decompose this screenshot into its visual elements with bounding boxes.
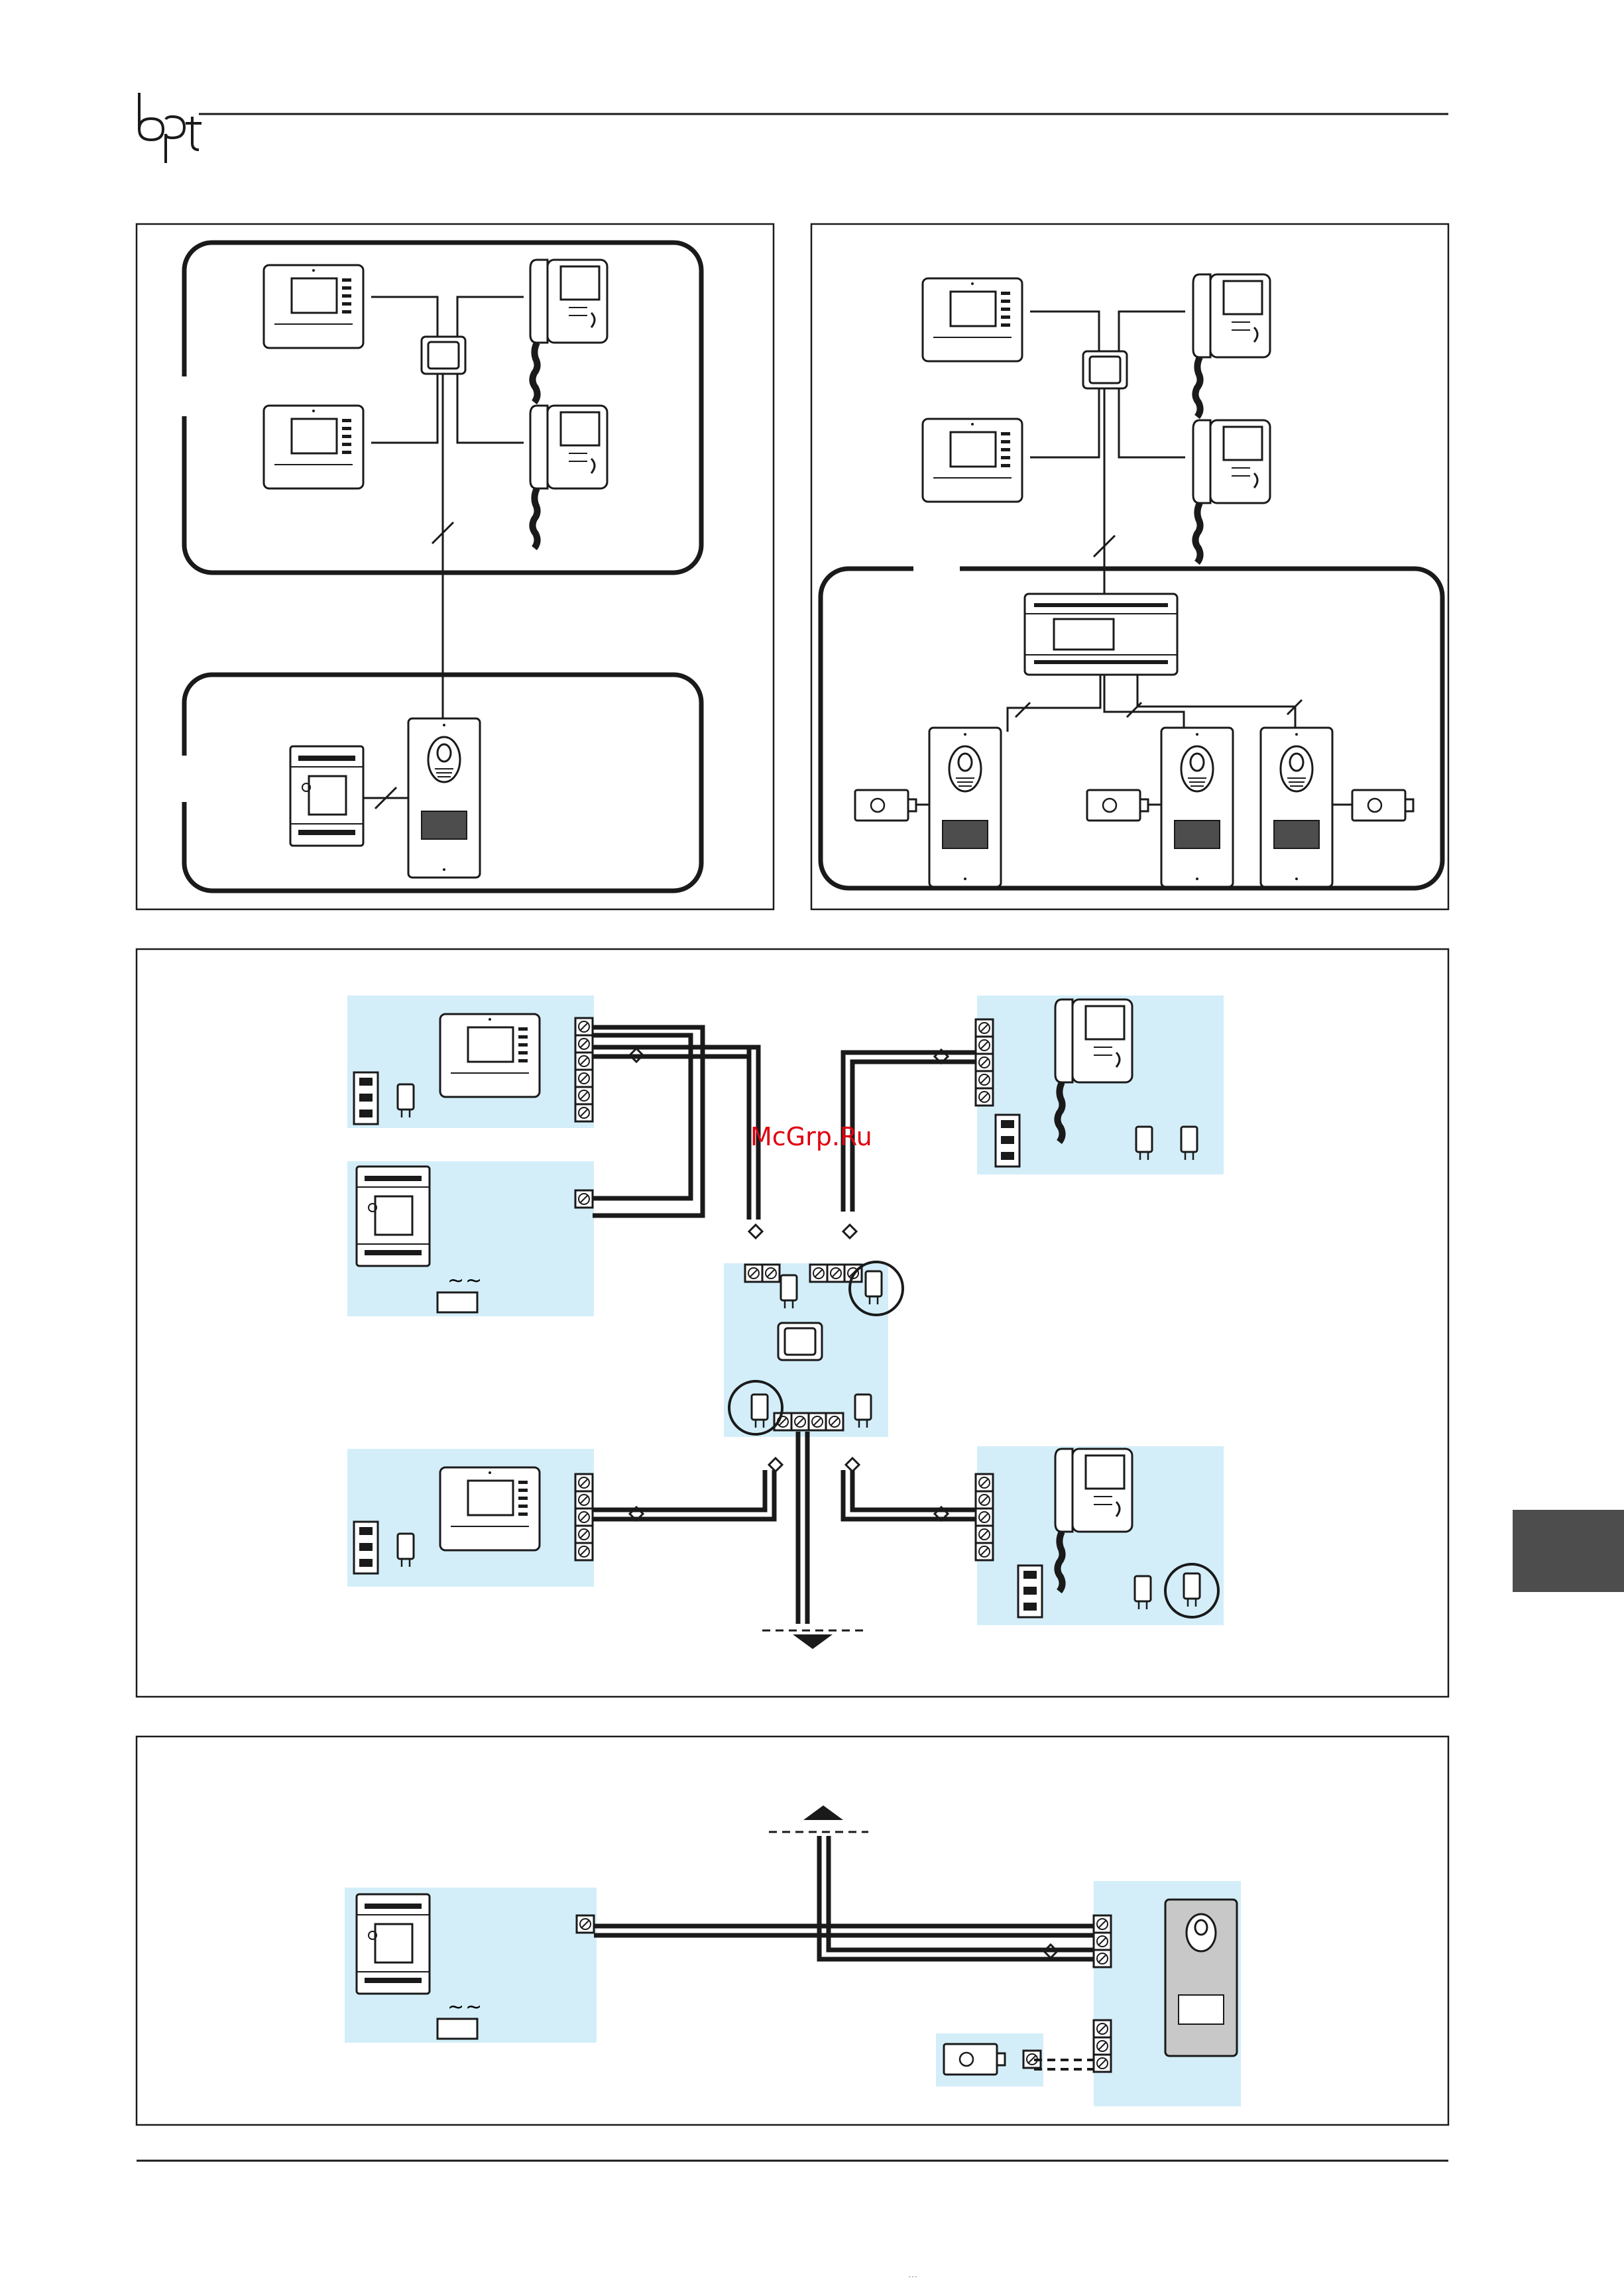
distributor-icon: [778, 1323, 822, 1360]
video-handset-icon: [530, 406, 607, 548]
distributor-icon: [422, 337, 465, 374]
video-switcher-icon: [1025, 594, 1177, 675]
arrow-up-icon: [803, 1805, 843, 1820]
watermark-text: McGrp.Ru: [750, 1122, 872, 1151]
video-switcher-icon: [354, 1522, 378, 1573]
print-mark: …: [908, 2269, 917, 2278]
power-supply-icon: [357, 1167, 430, 1266]
electric-lock-icon: [1087, 790, 1148, 821]
video-monitor-icon: [923, 278, 1022, 361]
video-monitor-icon: [923, 419, 1022, 502]
ac-tilde-symbol: ~: [447, 1996, 464, 2019]
video-handset-icon: [1193, 420, 1270, 563]
diagram-wiring-distribution: ~ ~: [137, 949, 1448, 1697]
power-supply-icon: [357, 1894, 430, 1994]
section-tab: [1513, 1510, 1624, 1592]
entrance-panel-icon: [929, 728, 1001, 887]
video-handset-icon: [1193, 274, 1270, 417]
diagram-top-left: [137, 224, 774, 909]
power-supply-icon: [290, 746, 363, 846]
distributor-icon: [1083, 351, 1127, 388]
diagram-top-right: [811, 224, 1448, 909]
electric-lock-icon: [855, 790, 916, 821]
entrance-panel-icon: [1261, 728, 1332, 887]
video-handset-icon: [530, 260, 607, 402]
entrance-panel-icon: [1165, 1900, 1237, 2056]
video-monitor-icon: [440, 1014, 540, 1097]
entrance-panel-icon: [1161, 728, 1233, 887]
ac-tilde-symbol: ~: [465, 1269, 482, 1292]
bpt-logo: [139, 93, 202, 163]
electric-lock-icon: [1352, 790, 1413, 821]
arrow-down-icon: [793, 1634, 833, 1649]
entrance-panel-icon: [408, 718, 480, 878]
ac-tilde-symbol: ~: [447, 1269, 464, 1292]
video-switcher-icon: [354, 1072, 378, 1124]
video-monitor-icon: [440, 1467, 540, 1550]
diagram-wiring-entrance: ~ ~: [137, 1737, 1448, 2125]
electric-lock-icon: [944, 2044, 1005, 2075]
video-monitor-icon: [264, 406, 363, 488]
video-switcher-icon: [996, 1115, 1019, 1167]
video-switcher-icon: [1018, 1566, 1042, 1617]
video-monitor-icon: [264, 265, 363, 348]
ac-tilde-symbol: ~: [465, 1996, 482, 2019]
